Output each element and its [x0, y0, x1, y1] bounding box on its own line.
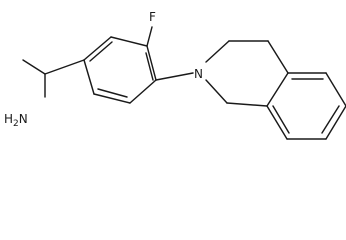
atom-labels: H2N F N	[4, 10, 203, 129]
bond-ring-a5	[93, 93, 131, 104]
bond-c1-c8a	[226, 102, 268, 107]
bond-ring-a6	[83, 59, 95, 95]
bond-ring-b-double2	[321, 105, 340, 134]
bond-ring-b3	[325, 72, 346, 107]
bond-ring-b1	[266, 72, 289, 107]
structure-diagram: H2N F N	[4, 10, 346, 140]
bond-ring-b-double3	[272, 105, 290, 134]
fluorine-label: F	[149, 10, 156, 24]
bond-ch-ring	[44, 59, 85, 75]
bond-ring-a3	[146, 45, 157, 81]
bond-ring-b4	[325, 105, 346, 140]
bond-n-c1	[205, 79, 228, 104]
bond-aryl-n	[155, 72, 194, 81]
bond-ring-a2	[110, 36, 148, 47]
bond-lines	[22, 26, 346, 140]
bond-ring-b6	[266, 105, 288, 140]
bond-ring-a-double2	[145, 52, 154, 81]
bond-ring-a-double1	[89, 41, 113, 62]
nitrogen-label: N	[194, 67, 203, 81]
bond-ring-a-double3	[97, 88, 128, 98]
bond-ring-a1	[83, 36, 112, 61]
bond-n-c3	[205, 40, 230, 63]
amine-label: H2N	[4, 112, 28, 129]
bond-methyl	[22, 59, 46, 75]
bond-c-f	[146, 26, 153, 47]
bond-c4-c4a	[267, 40, 289, 74]
bond-ring-a4	[129, 79, 157, 104]
